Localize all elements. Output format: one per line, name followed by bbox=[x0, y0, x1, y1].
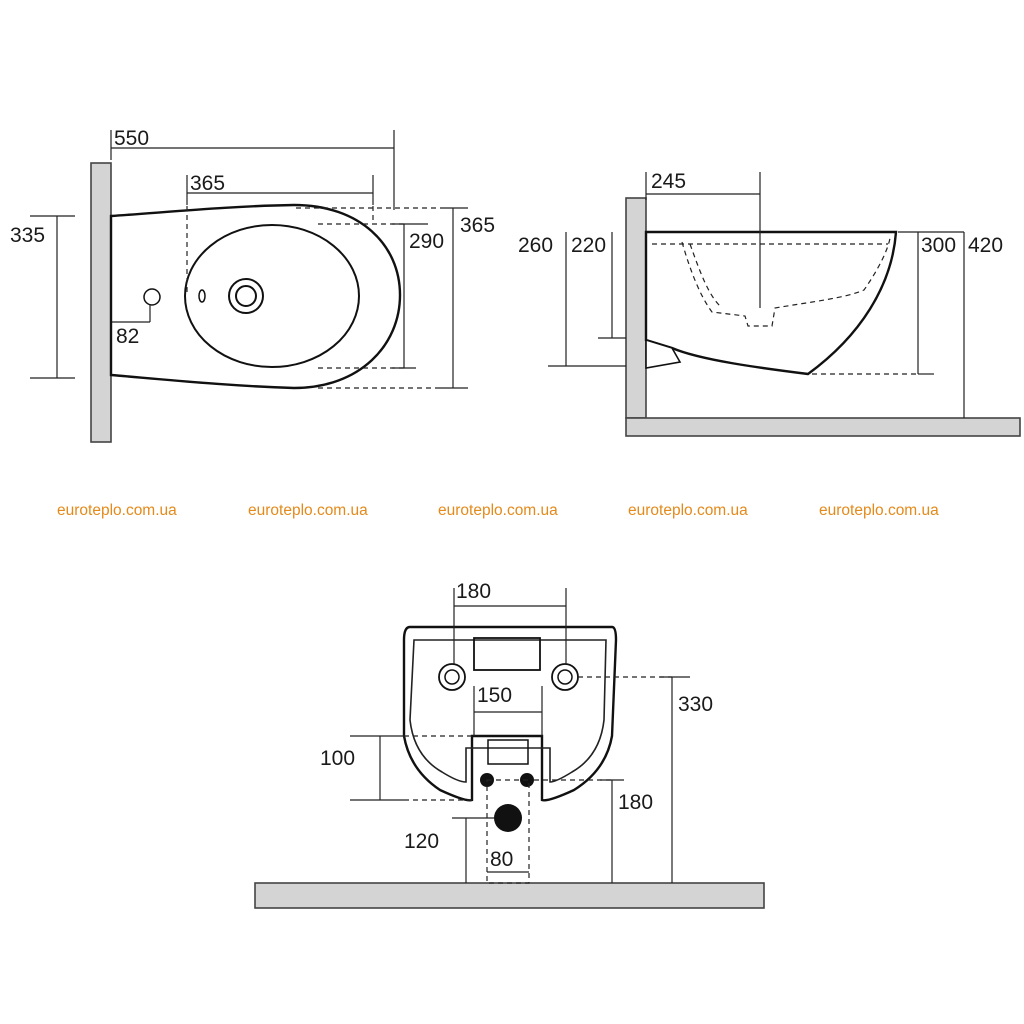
dim-220: 220 bbox=[571, 234, 606, 257]
dim-120: 120 bbox=[404, 830, 439, 853]
side-view-foot bbox=[645, 338, 682, 369]
top-view: 550 365 335 290 365 82 bbox=[10, 127, 495, 443]
side-view-body bbox=[644, 230, 898, 376]
side-view: 245 260 220 300 420 bbox=[518, 170, 1021, 437]
dim-290: 290 bbox=[409, 230, 444, 253]
rear-inlet-opening bbox=[473, 637, 541, 671]
drain-outer bbox=[228, 278, 264, 314]
side-view-wall bbox=[625, 197, 647, 419]
fixing-hole-icon bbox=[143, 288, 161, 306]
rear-view-floor bbox=[254, 882, 765, 909]
watermark-1: euroteplo.com.ua bbox=[57, 502, 177, 519]
watermark-2: euroteplo.com.ua bbox=[248, 502, 368, 519]
dim-180-bolts: 180 bbox=[456, 580, 491, 603]
dim-150: 150 bbox=[477, 684, 512, 707]
dim-365-bowl: 365 bbox=[190, 172, 225, 195]
dim-260: 260 bbox=[518, 234, 553, 257]
bowl-outline bbox=[184, 224, 360, 368]
dim-335: 335 bbox=[10, 224, 45, 247]
dim-300: 300 bbox=[921, 234, 956, 257]
dim-245: 245 bbox=[651, 170, 686, 193]
dim-365-outer: 365 bbox=[460, 214, 495, 237]
dim-100: 100 bbox=[320, 747, 355, 770]
dim-82: 82 bbox=[116, 325, 139, 348]
top-view-wall bbox=[90, 162, 112, 443]
dim-420: 420 bbox=[968, 234, 1003, 257]
overflow-slot bbox=[198, 289, 206, 303]
watermark-4: euroteplo.com.ua bbox=[628, 502, 748, 519]
side-view-floor bbox=[625, 417, 1021, 437]
watermark-3: euroteplo.com.ua bbox=[438, 502, 558, 519]
dim-330: 330 bbox=[678, 693, 713, 716]
dim-80: 80 bbox=[490, 848, 513, 871]
water-supply-icon bbox=[494, 804, 522, 832]
watermark-row: euroteplo.com.ua euroteplo.com.ua eurote… bbox=[57, 502, 939, 519]
watermark-5: euroteplo.com.ua bbox=[819, 502, 939, 519]
dim-550: 550 bbox=[114, 127, 149, 150]
rear-view: 180 150 330 100 180 120 80 bbox=[254, 580, 765, 909]
drain-inner bbox=[235, 285, 257, 307]
rear-view-body bbox=[402, 625, 618, 802]
left-bolt-hole-icon bbox=[438, 663, 466, 691]
dim-180-height: 180 bbox=[618, 791, 653, 814]
